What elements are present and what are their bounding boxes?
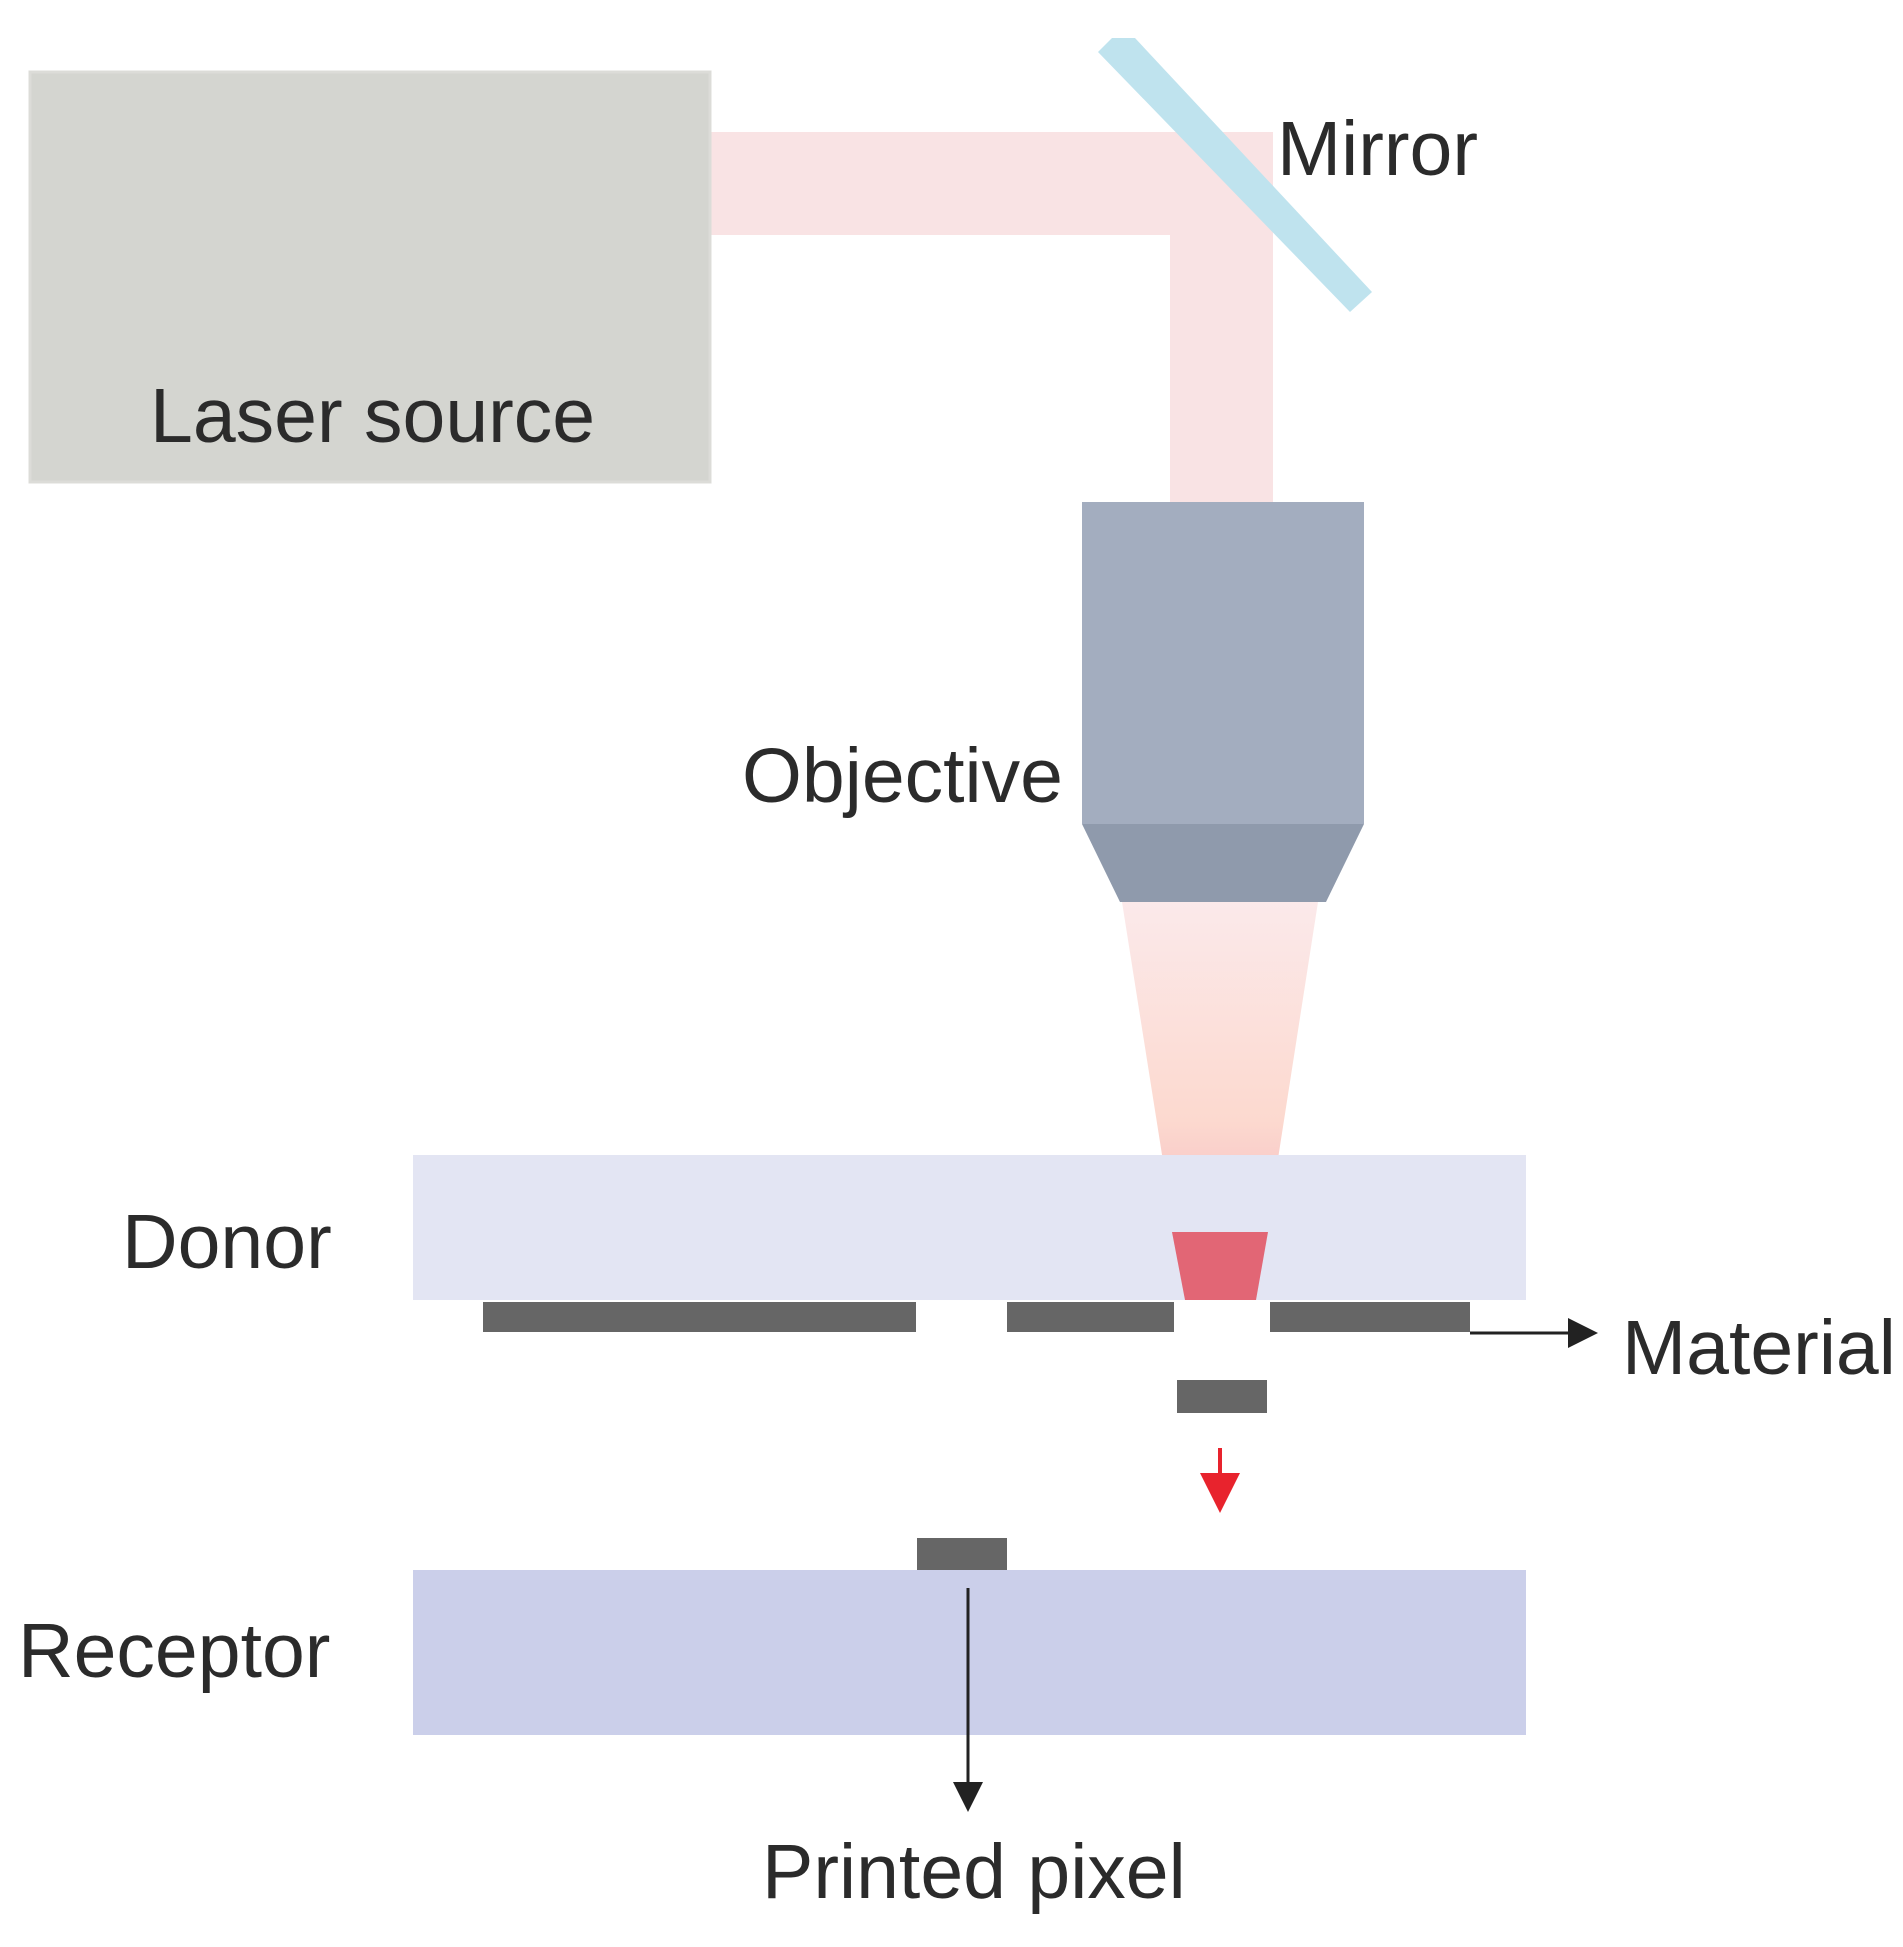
material-segment [1270,1302,1470,1332]
laser-source-box [28,70,712,484]
objective-tip [1082,824,1364,902]
objective-label: Objective [742,733,1063,819]
objective-body [1082,502,1364,824]
mirror [1098,38,1372,312]
material-segment [483,1302,916,1332]
receptor-label: Receptor [18,1608,330,1694]
ejected-droplet [1177,1380,1267,1413]
donor-label: Donor [122,1199,332,1285]
laser-source-label: Laser source [150,373,595,459]
material-segment [1007,1302,1174,1332]
donor-substrate [413,1155,1526,1300]
printed-pixel [917,1538,1007,1570]
mirror-label: Mirror [1277,106,1478,192]
material-label: Material [1622,1305,1896,1391]
printed-pixel-label: Printed pixel [762,1829,1186,1915]
donor-focus-spot [1172,1232,1268,1300]
